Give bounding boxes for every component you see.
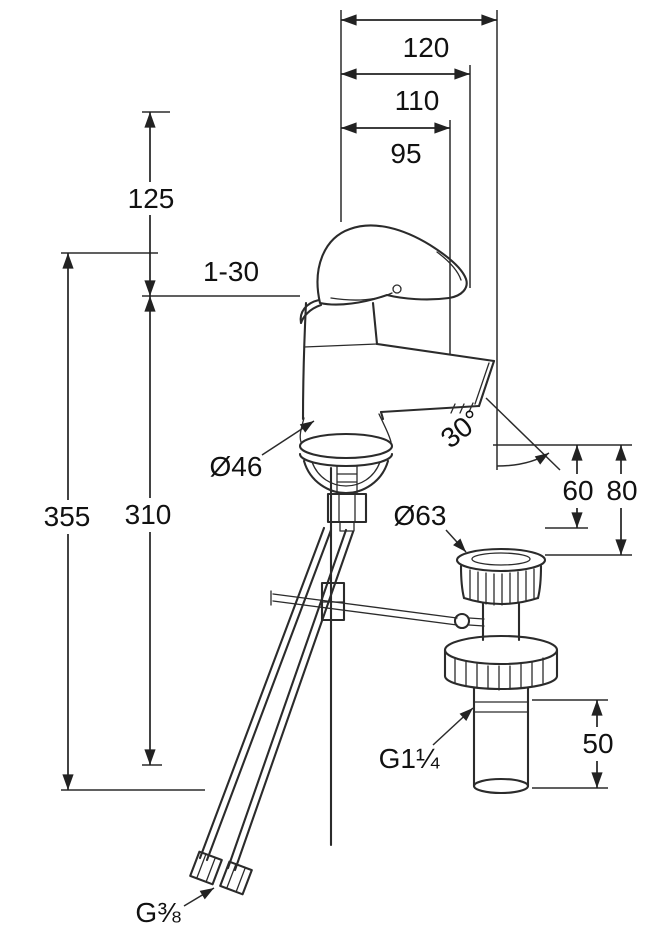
mounting-hardware <box>302 459 390 532</box>
handle-indicator-dot <box>392 284 402 294</box>
tailpipe-thread <box>473 701 529 713</box>
label-supply-thread: G⅜ <box>135 897 181 928</box>
aerator-lines <box>450 402 474 414</box>
rod-clamp <box>320 581 346 622</box>
waste-plug <box>455 547 547 642</box>
label-1-30: 1-30 <box>203 256 259 287</box>
strainer-slots <box>469 568 535 606</box>
hose-connector-b <box>219 860 253 896</box>
waste-flange <box>443 634 559 691</box>
waste-tailpipe <box>472 686 530 795</box>
spout-angle-arc <box>496 452 550 467</box>
faucet-body-and-spout <box>301 301 496 421</box>
label-60: 60 <box>562 475 593 506</box>
leader-waste-thread <box>432 707 474 746</box>
label-50: 50 <box>582 728 613 759</box>
leader-lines <box>183 397 561 907</box>
label-backgrounds <box>40 182 644 761</box>
locknut-knurling <box>454 657 544 691</box>
faucet-handle <box>299 224 468 325</box>
label-355: 355 <box>44 501 91 532</box>
leader-supply-thread <box>183 887 215 907</box>
label-95: 95 <box>390 138 421 169</box>
dimension-lines <box>62 14 627 790</box>
label-base-diameter: Ø46 <box>210 451 263 482</box>
leader-waste-diameter <box>445 529 467 553</box>
handle-tail <box>299 298 323 325</box>
label-spout-angle: 30° <box>435 404 487 454</box>
label-110: 110 <box>395 85 440 116</box>
label-120: 120 <box>403 32 450 63</box>
supply-hoses <box>189 526 355 896</box>
label-waste-thread: G1¼ <box>379 743 440 774</box>
waste-neck <box>481 602 521 642</box>
pop-up-waste <box>443 547 559 795</box>
label-waste-diameter: Ø63 <box>394 500 447 531</box>
leader-base-diameter <box>261 420 315 456</box>
ball-joint <box>453 612 471 630</box>
extension-lines <box>61 10 632 791</box>
label-125: 125 <box>128 183 175 214</box>
threaded-shank <box>336 465 358 495</box>
faucet-base-escutcheon <box>298 413 394 468</box>
label-80: 80 <box>606 475 637 506</box>
label-310: 310 <box>125 499 172 530</box>
hose-connector-a <box>189 850 223 886</box>
mounting-nut <box>326 492 368 524</box>
faucet <box>189 224 496 896</box>
